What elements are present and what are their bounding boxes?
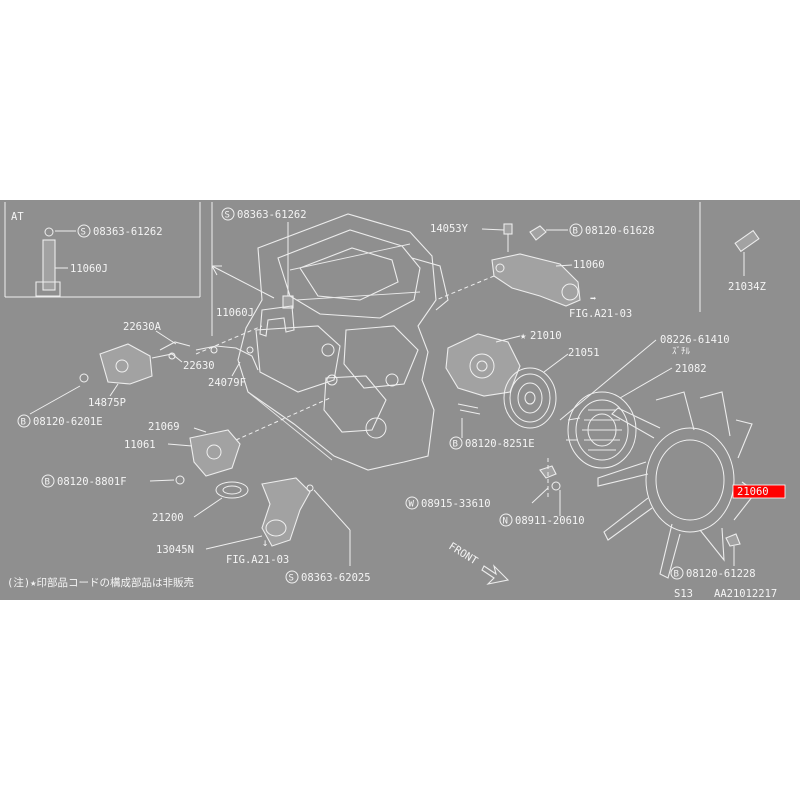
label-08915-33610: 08915-33610 bbox=[421, 498, 491, 510]
upper-middle-inset: S 08363-61262 11060J bbox=[211, 202, 307, 337]
fan-clutch-21082 bbox=[567, 391, 637, 469]
label-21069: 21069 bbox=[148, 421, 180, 433]
label-08911-20610: 08911-20610 bbox=[515, 515, 585, 527]
label-08120-61228: 08120-61228 bbox=[686, 568, 756, 580]
label-11060J-a: 11060J bbox=[70, 263, 108, 275]
label-14053Y: 14053Y bbox=[430, 223, 469, 235]
label-fig-a21-03-b: FIG.A21-03 bbox=[569, 308, 632, 320]
front-arrow-icon bbox=[481, 564, 510, 585]
label-08363-61262-b: 08363-61262 bbox=[237, 209, 307, 221]
at-bracket-part bbox=[35, 227, 61, 297]
thermostat-21200 bbox=[215, 481, 249, 499]
label-08120-8251E: 08120-8251E bbox=[465, 438, 535, 450]
s-marker-2: S bbox=[225, 211, 230, 221]
footer-id: AA21012217 bbox=[714, 588, 777, 600]
label-21034Z: 21034Z bbox=[728, 281, 766, 293]
note-zuchiru: ｽﾞﾁﾙ bbox=[672, 346, 691, 357]
label-fig-a21-03-a: FIG.A21-03 bbox=[226, 554, 289, 566]
label-22630A: 22630A bbox=[123, 321, 162, 333]
footnote: (注)★印部品コードの構成部品は非販売 bbox=[7, 576, 194, 589]
s-marker bbox=[77, 224, 91, 238]
pulley-21051 bbox=[503, 367, 557, 429]
label-21082: 21082 bbox=[675, 363, 707, 375]
inlet-13045N bbox=[261, 477, 311, 547]
label-08363-61262-a: 08363-61262 bbox=[93, 226, 163, 238]
front-indicator: FRONT bbox=[446, 540, 510, 585]
s-marker-62025: S bbox=[289, 574, 294, 584]
label-08226-61410: 08226-61410 bbox=[660, 334, 730, 346]
label-08120-6201E: 08120-6201E bbox=[33, 416, 103, 428]
at-inset: AT S 08363-61262 11060J bbox=[4, 202, 201, 298]
b-marker-8801F: B bbox=[45, 478, 50, 488]
b-marker-61628: B bbox=[573, 227, 578, 237]
diagram-panel bbox=[0, 200, 800, 600]
label-21051: 21051 bbox=[568, 347, 600, 359]
housing-14875P bbox=[99, 343, 153, 385]
dashed-arrow-shaft bbox=[211, 265, 275, 299]
label-08363-62025: 08363-62025 bbox=[301, 572, 371, 584]
label-24079F: 24079F bbox=[208, 377, 246, 389]
w-marker: W bbox=[409, 500, 415, 510]
label-14875P: 14875P bbox=[88, 397, 126, 409]
part-21034Z bbox=[734, 229, 760, 253]
label-21060: 21060 bbox=[737, 486, 769, 498]
front-label: FRONT bbox=[446, 540, 480, 567]
engine-block bbox=[237, 213, 449, 471]
b-marker-6201E: B bbox=[21, 418, 26, 428]
upper-right-parts: 14053Y B 08120-61628 11060 ➡ FIG.A21-03 … bbox=[430, 202, 766, 320]
label-11060: 11060 bbox=[573, 259, 605, 271]
arrow-down-a: ↓ bbox=[262, 537, 268, 549]
label-08120-8801F: 08120-8801F bbox=[57, 476, 127, 488]
n-marker: N bbox=[503, 517, 508, 527]
pump-and-fan-assembly: ★ 21010 21051 B 08120-8251E 08226-61410 … bbox=[405, 330, 786, 580]
at-label: AT bbox=[11, 211, 24, 223]
water-pump-21010 bbox=[445, 333, 521, 397]
fan-21060 bbox=[597, 391, 757, 579]
bracket-11060 bbox=[491, 253, 581, 307]
b-marker-8251E: B bbox=[453, 440, 458, 450]
label-08120-61628: 08120-61628 bbox=[585, 225, 655, 237]
footer-code: S13 bbox=[674, 588, 693, 600]
arrow-right-b: ➡ bbox=[590, 293, 596, 305]
label-21200: 21200 bbox=[152, 512, 184, 524]
outlet-21069 bbox=[189, 429, 241, 477]
highlight-21060 bbox=[732, 484, 786, 499]
label-22630: 22630 bbox=[183, 360, 215, 372]
label-11061: 11061 bbox=[124, 439, 156, 451]
label-11060J-b: 11060J bbox=[216, 307, 254, 319]
label-21010: 21010 bbox=[530, 330, 562, 342]
b-marker-61228: B bbox=[674, 570, 679, 580]
s-marker-letter: S bbox=[81, 228, 86, 238]
label-13045N: 13045N bbox=[156, 544, 194, 556]
left-parts: 22630A 22630 24079F 14875P B 08120-6201E… bbox=[7, 321, 371, 589]
star-marker: ★ bbox=[520, 330, 527, 342]
